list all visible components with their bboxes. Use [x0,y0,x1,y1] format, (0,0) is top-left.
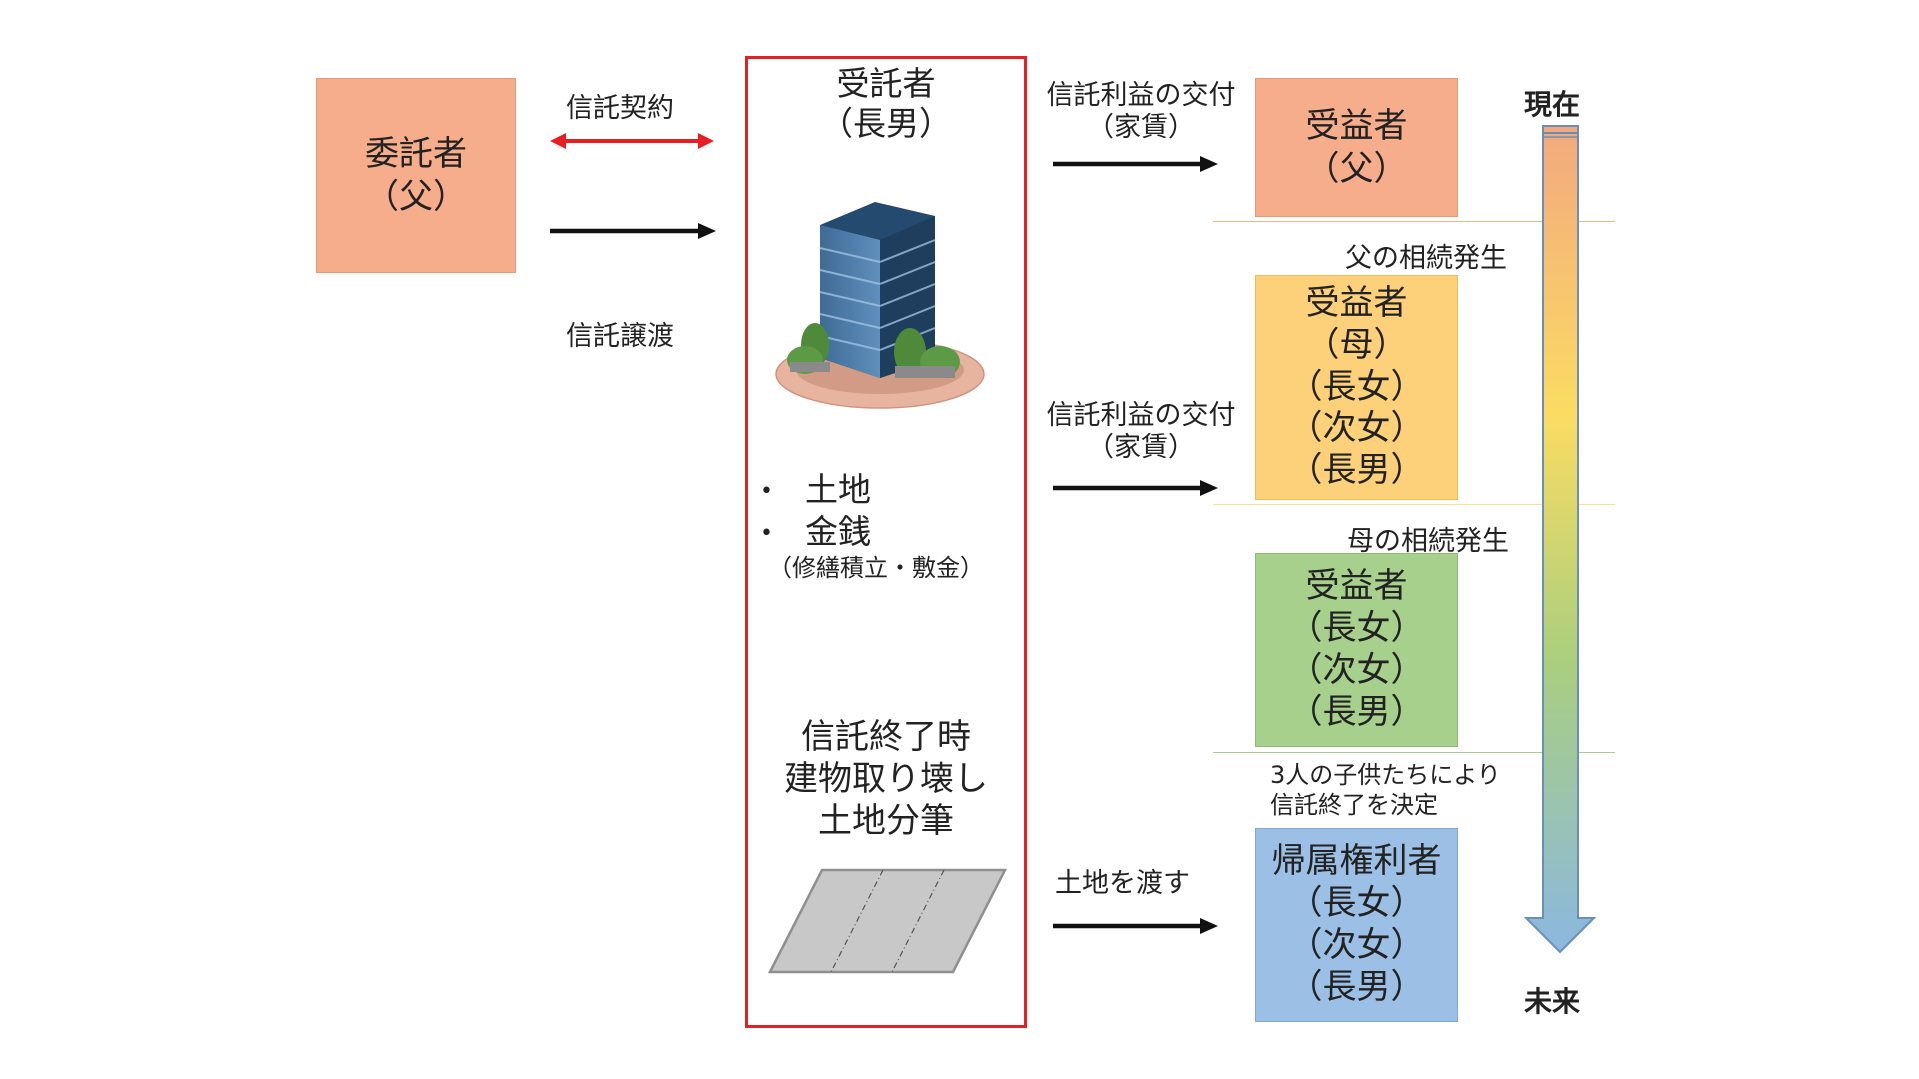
beneficiary-box-3: 受益者 （長女） （次女） （長男） [1255,553,1458,747]
benefit-payment-1-line1: 信託利益の交付 [1046,80,1236,111]
timeline-start-label: 現在 [1524,88,1581,121]
trust-transfer-label: 信託譲渡 [566,321,674,352]
remainder-title: 帰属権利者 [1271,841,1442,882]
separator-line-yellow [1213,504,1615,505]
remainder-box: 帰属権利者 （長女） （次女） （長男） [1255,828,1458,1022]
timeline-arrow [1523,125,1597,954]
end-of-trust-line2: 建物取り壊し [784,759,988,800]
end-of-trust-line3: 土地分筆 [818,801,954,842]
beneficiary-3-title: 受益者 [1305,566,1408,607]
benefit-payment-2-line2: （家賃） [1087,432,1195,464]
bullet: • [760,521,773,546]
trust-transfer-arrow [550,223,716,239]
settlor-sub: （父） [365,176,467,217]
trust-contract-arrow [550,133,714,149]
separator-line-orange [1213,221,1615,222]
event-mother-label: 母の相続発生 [1347,526,1509,557]
asset-note: （修繕積立・敷金） [768,554,984,582]
benefit-arrow-1 [1053,156,1218,172]
asset-land-label: 土地 [805,470,871,509]
trustee-title-group: 受託者 （長男） [745,64,1027,143]
benefit-payment-label-2: 信託利益の交付 （家賃） [1030,400,1252,465]
beneficiary-2-line: （長男） [1288,450,1425,491]
separator-line-green [1213,752,1615,753]
benefit-payment-1-line2: （家賃） [1087,112,1195,144]
beneficiary-3-line: （長男） [1288,691,1425,732]
settlor-box: 委託者 （父） [316,78,516,273]
land-handover-arrow [1053,918,1218,934]
asset-item-money: • 金銭 [760,505,871,553]
asset-money-label: 金銭 [805,512,871,551]
benefit-payment-2-line1: 信託利益の交付 [1046,400,1236,431]
beneficiary-3-line: （次女） [1288,650,1425,690]
settlor-title: 委託者 [365,134,467,174]
beneficiary-3-line: （長女） [1288,608,1425,649]
trust-contract-label: 信託契約 [566,93,674,124]
beneficiary-box-1: 受益者 （父） [1255,78,1458,217]
beneficiary-2-title: 受益者 [1305,282,1408,323]
remainder-line: （次女） [1288,925,1425,965]
trustee-sub: （長男） [820,103,952,143]
asset-item-land: • 土地 [760,463,871,511]
event-father-label: 父の相続発生 [1345,243,1507,274]
beneficiary-2-line: （長女） [1288,366,1425,407]
trustee-box [745,56,1027,1028]
remainder-line: （長男） [1288,966,1425,1007]
beneficiary-box-2: 受益者 （母） （長女） （次女） （長男） [1255,275,1458,500]
beneficiary-2-line: （次女） [1288,408,1425,449]
benefit-arrow-2 [1053,480,1218,496]
end-of-trust-line1: 信託終了時 [801,717,971,757]
decision-line1: 3人の子供たちにより [1270,761,1501,789]
bullet: • [760,479,773,504]
end-of-trust-text: 信託終了時 建物取り壊し 土地分筆 [745,716,1027,842]
beneficiary-2-line: （母） [1305,324,1408,365]
benefit-payment-label-1: 信託利益の交付 （家賃） [1030,80,1252,145]
decision-line2: 信託終了を決定 [1270,791,1438,819]
land-handover-label: 土地を渡す [1055,868,1190,899]
remainder-line: （長女） [1288,883,1425,924]
decision-label: 3人の子供たちにより 信託終了を決定 [1270,760,1501,820]
beneficiary-1-line: （父） [1305,148,1408,189]
trustee-title: 受託者 [836,64,936,103]
timeline-end-label: 未来 [1524,985,1581,1018]
beneficiary-1-title: 受益者 [1305,106,1408,146]
